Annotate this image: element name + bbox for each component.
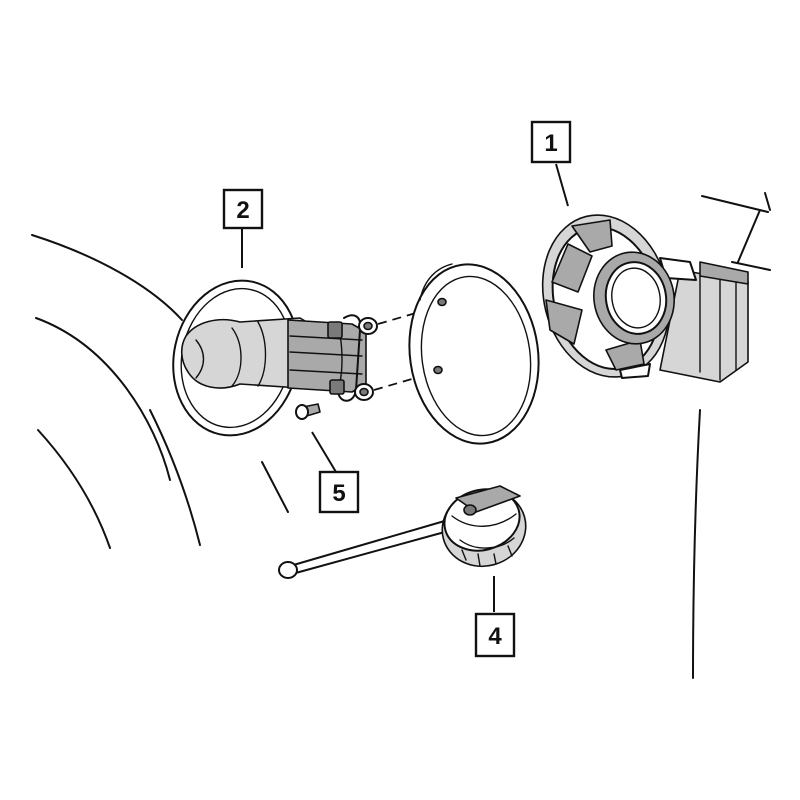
leader-1 <box>555 163 569 207</box>
callout-label-1: 1 <box>544 130 557 157</box>
hinge-screws <box>295 317 378 420</box>
callout-label-2: 2 <box>236 197 249 224</box>
leader-lines <box>241 163 569 612</box>
leader-5 <box>311 431 337 473</box>
fuel-door-part-2 <box>172 279 367 437</box>
fuel-cap-part-4 <box>278 485 527 579</box>
fuel-door-bezel <box>408 263 540 445</box>
callout-1: 1 <box>530 120 572 164</box>
callout-5: 5 <box>318 470 360 514</box>
body-panel-contours <box>31 192 771 679</box>
callout-4: 4 <box>474 612 516 658</box>
callout-2: 2 <box>222 188 264 230</box>
callout-label-5: 5 <box>332 480 345 507</box>
fuel-filler-housing-part-1 <box>541 214 749 383</box>
callout-label-4: 4 <box>488 623 502 650</box>
